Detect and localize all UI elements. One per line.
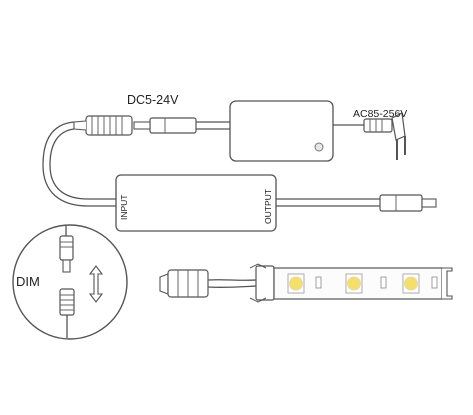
led-strip-assembly — [159, 263, 453, 303]
dim-detail-circle — [12, 224, 128, 340]
led-chip — [287, 273, 305, 294]
strip-wire-black — [207, 285, 257, 289]
dc-cable — [73, 115, 230, 136]
controller: INPUT OUTPUT — [115, 174, 277, 232]
dc-male-plug — [149, 117, 197, 134]
power-adapter — [229, 100, 334, 162]
led-chip — [345, 273, 363, 294]
strip-clip-connector — [255, 265, 275, 301]
input-cable-inner — [49, 128, 117, 200]
adapter-led-indicator — [314, 142, 324, 152]
ac-plug — [333, 112, 406, 160]
output-dc-tip — [421, 198, 437, 208]
output-dc-plug — [379, 194, 423, 212]
output-cable — [276, 194, 437, 212]
controller-input-label: INPUT — [119, 195, 129, 221]
led-chip — [402, 273, 420, 294]
dim-label: DIM — [16, 274, 40, 289]
ac-plug-sleeve — [363, 118, 393, 133]
dc-input-label: DC5-24V — [127, 93, 179, 107]
dim-connector-detail — [12, 224, 128, 340]
strip-end-cap — [442, 267, 453, 300]
controller-body — [115, 174, 277, 232]
ac-input-label: AC85-256V — [353, 108, 407, 120]
dim-lower-plug — [59, 288, 75, 316]
adapter-body — [229, 100, 334, 162]
dim-upper-tip — [62, 259, 71, 273]
dim-upper-plug — [59, 235, 74, 261]
dc-female-plug — [85, 115, 133, 136]
input-cable-outer — [42, 121, 117, 207]
input-cable — [42, 121, 117, 207]
strip-resistor — [315, 276, 322, 289]
strip-wire-red — [207, 279, 257, 281]
strip-resistor — [431, 276, 438, 289]
double-arrow-vertical-icon — [88, 265, 104, 303]
controller-output-label: OUTPUT — [263, 189, 273, 224]
dc-male-tip — [133, 121, 151, 130]
strip-resistor — [380, 276, 387, 289]
